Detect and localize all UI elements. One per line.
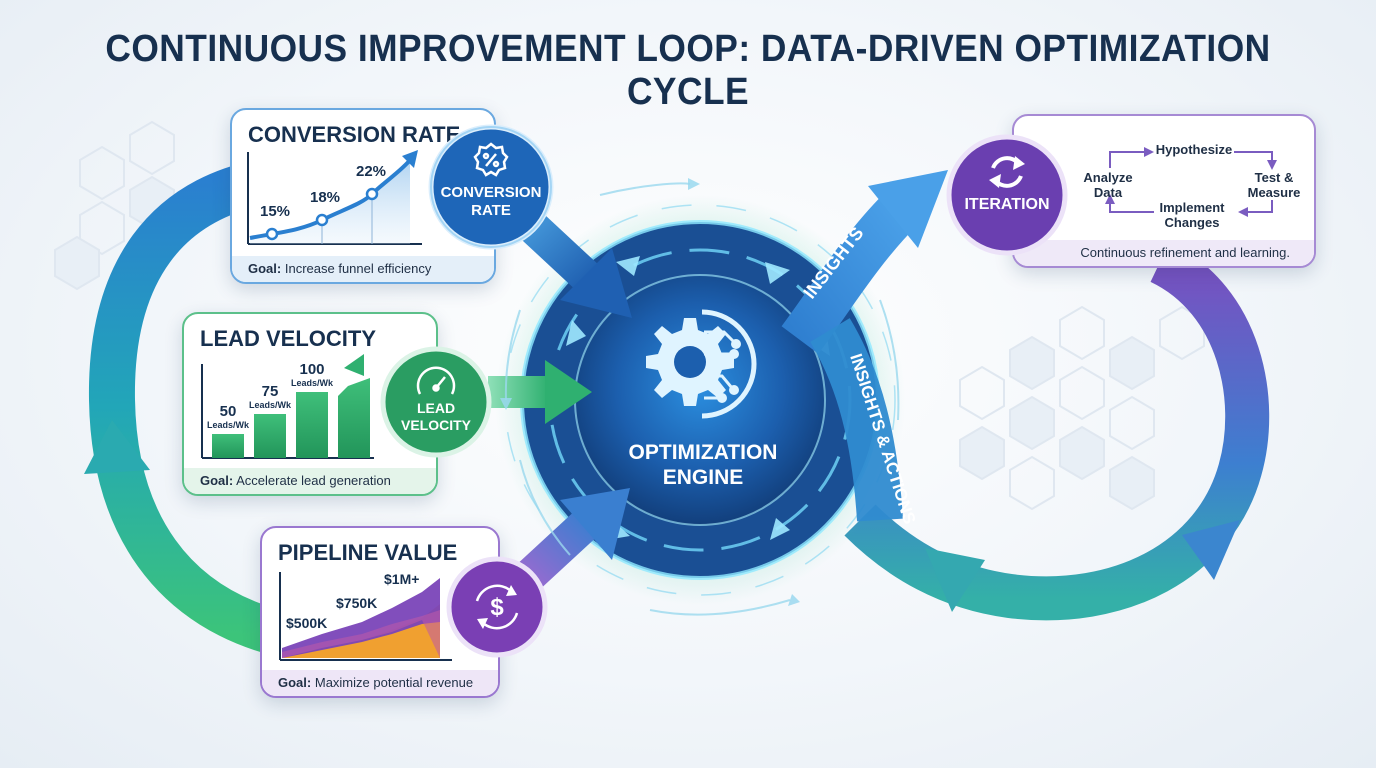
lead-value-2: 75 — [262, 383, 279, 400]
svg-text:$: $ — [490, 594, 504, 621]
conversion-goal: Goal: Increase funnel efficiency — [232, 256, 494, 282]
pipeline-value-3: $1M+ — [384, 571, 419, 587]
lead-value-3: 100 — [299, 361, 324, 378]
lead-badge-label: LEAD VELOCITY — [400, 400, 471, 433]
iteration-step-hypothesize: Hypothesize — [1155, 142, 1233, 157]
iteration-badge — [946, 134, 1068, 256]
pipeline-flow-arrow — [513, 488, 630, 593]
right-loop-arrowhead — [925, 548, 985, 612]
iteration-footer: Continuous refinement and learning. — [1014, 240, 1314, 266]
lead-unit-1: Leads/Wk — [207, 420, 250, 430]
lead-goal: Goal: Accelerate lead generation — [184, 468, 436, 494]
conversion-rate-chart: 15% 18% 22% — [247, 150, 422, 245]
left-loop-arrowhead-bottom — [84, 420, 150, 474]
conversion-value-1: 15% — [260, 203, 290, 220]
lead-unit-2: Leads/Wk — [249, 400, 292, 410]
insights-actions-band — [810, 318, 903, 522]
pipeline-value-card: PIPELINE VALUE $500K $750K $1M+ Goal: Ma… — [260, 526, 500, 698]
right-loop-arrowhead-side — [1182, 520, 1240, 580]
swoosh-arrows — [504, 182, 900, 616]
lead-unit-3: Leads/Wk — [291, 378, 334, 388]
pipeline-value-title: PIPELINE VALUE — [278, 540, 458, 565]
conversion-rate-badge — [428, 124, 554, 250]
pipeline-value-badge: $ — [446, 556, 548, 658]
conversion-badge-label: CONVERSION RATE — [440, 184, 542, 219]
pipeline-value-1: $500K — [286, 615, 327, 631]
pipeline-goal: Goal: Maximize potential revenue — [262, 670, 498, 696]
iteration-cycle-arrows — [1105, 147, 1277, 217]
dollar-cycle-icon: $ — [475, 584, 519, 630]
lead-velocity-badge — [380, 346, 492, 458]
engine-core — [575, 275, 825, 525]
page-title: CONTINUOUS IMPROVEMENT LOOP: DATA-DRIVEN… — [105, 28, 1271, 113]
iteration-badge-label: ITERATION — [964, 196, 1050, 213]
lead-velocity-title: LEAD VELOCITY — [200, 326, 377, 351]
lead-velocity-card: LEAD VELOCITY 50 Leads/Wk 75 Leads/Wk 10… — [182, 312, 438, 496]
conversion-value-3: 22% — [356, 163, 386, 180]
conversion-rate-title: CONVERSION RATE — [248, 122, 461, 147]
iteration-step-implement: Implement Changes — [1159, 200, 1225, 230]
percent-badge-icon — [473, 142, 509, 177]
speedometer-icon — [416, 366, 456, 395]
insights-arrow — [781, 170, 948, 354]
iteration-step-analyze: Analyze Data — [1083, 170, 1133, 200]
pipeline-value-chart: $500K $750K $1M+ — [279, 571, 452, 661]
optimization-engine-label: OPTIMIZATION ENGINE — [628, 441, 778, 489]
pipeline-value-2: $750K — [336, 595, 377, 611]
hexagon-pattern-right — [959, 305, 1205, 511]
conversion-value-2: 18% — [310, 189, 340, 206]
lead-value-1: 50 — [220, 403, 237, 420]
lead-velocity-chart: 50 Leads/Wk 75 Leads/Wk 100 Leads/Wk — [201, 354, 374, 459]
iteration-step-test-measure: Test & Measure — [1247, 170, 1301, 200]
gear-circuit-icon — [646, 309, 757, 419]
lead-flow-arrow — [488, 360, 592, 424]
left-loop-arrow — [88, 155, 296, 659]
